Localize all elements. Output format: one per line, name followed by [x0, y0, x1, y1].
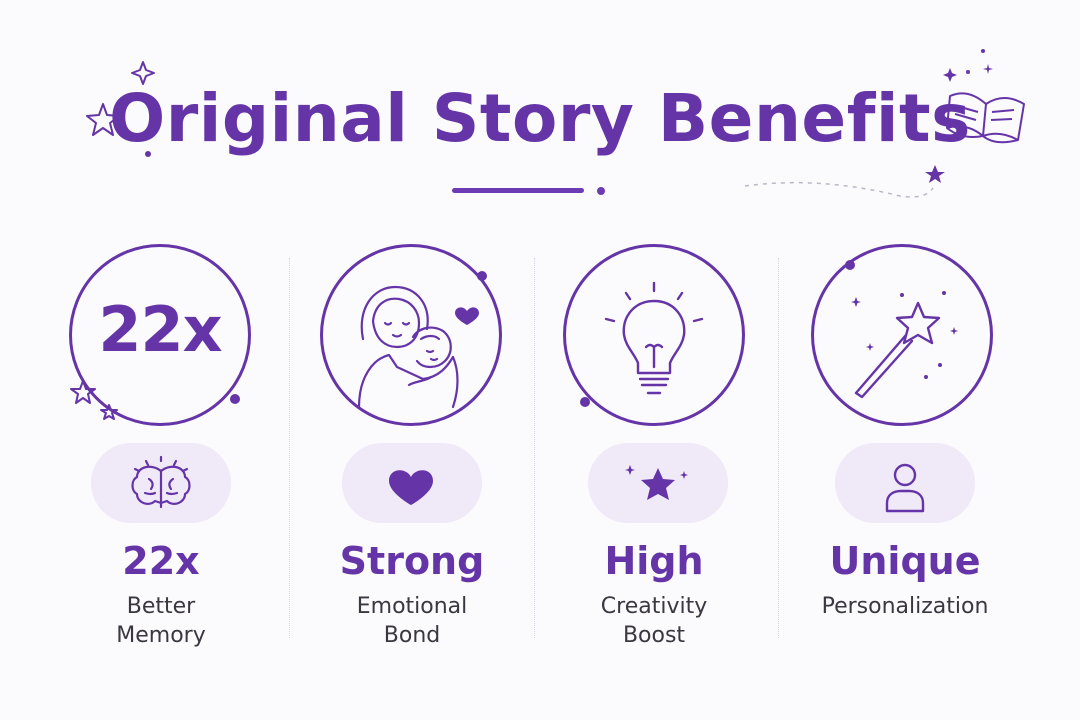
benefit-circle — [320, 244, 502, 426]
benefit-creativity: High Creativity Boost — [534, 0, 774, 720]
orbit-dot — [580, 397, 590, 407]
benefit-emotional-bond: Strong Emotional Bond — [292, 0, 532, 720]
benefit-circle — [563, 244, 745, 426]
column-divider — [289, 258, 290, 638]
benefit-circle — [811, 244, 993, 426]
lightbulb-icon — [604, 281, 704, 395]
benefit-description: Emotional Bond — [292, 592, 532, 650]
heart-icon — [455, 307, 479, 325]
brain-icon — [131, 455, 191, 509]
benefit-stat: Strong — [339, 539, 485, 583]
benefit-circle: 22x — [69, 244, 251, 426]
icon-pill — [91, 443, 231, 523]
star-sparkle-icon — [625, 465, 688, 500]
description-line: Memory — [116, 623, 206, 648]
description-line: Boost — [622, 623, 686, 648]
icon-pill — [835, 443, 975, 523]
benefit-personalization: Unique Personalization — [785, 0, 1025, 720]
icon-pill — [588, 443, 728, 523]
benefit-memory: 22x 22x Better Memory — [41, 0, 281, 720]
person-icon — [885, 463, 925, 513]
dot-icon — [145, 151, 151, 157]
magic-wand-icon — [851, 291, 958, 399]
page-title: Original Story Benefits — [109, 80, 971, 157]
parent-child-hug-icon — [357, 285, 479, 409]
orbit-dot — [230, 394, 240, 404]
big-number: 22x — [98, 293, 222, 366]
orbit-dot — [845, 260, 855, 270]
icon-pill — [342, 443, 482, 523]
benefit-description: Creativity Boost — [534, 592, 774, 650]
star-outline-icon — [70, 380, 118, 420]
benefit-stat: High — [604, 539, 704, 583]
benefit-description: Personalization — [785, 592, 1025, 621]
description-line: Better — [126, 594, 196, 619]
title-underline — [452, 188, 584, 193]
column-divider — [534, 258, 535, 638]
description-line: Creativity — [600, 594, 708, 619]
dot-icon — [966, 70, 970, 74]
column-divider — [778, 258, 779, 638]
heart-icon — [389, 470, 433, 505]
sparkle-icon — [943, 68, 957, 82]
book-icon — [946, 92, 1025, 144]
star-outline-icon — [86, 103, 120, 136]
star-filled-icon — [925, 165, 945, 183]
dot-icon — [981, 49, 985, 53]
benefit-stat: 22x — [122, 539, 200, 583]
sparkle-icon — [131, 61, 155, 85]
description-line: Personalization — [821, 594, 989, 619]
sparkle-icon — [983, 64, 993, 74]
benefit-stat: Unique — [829, 539, 981, 583]
description-line: Emotional — [356, 594, 468, 619]
title-dot — [597, 187, 605, 195]
benefit-description: Better Memory — [41, 592, 281, 650]
orbit-dot — [477, 271, 487, 281]
description-line: Bond — [383, 623, 441, 648]
dashed-trail — [744, 181, 934, 198]
